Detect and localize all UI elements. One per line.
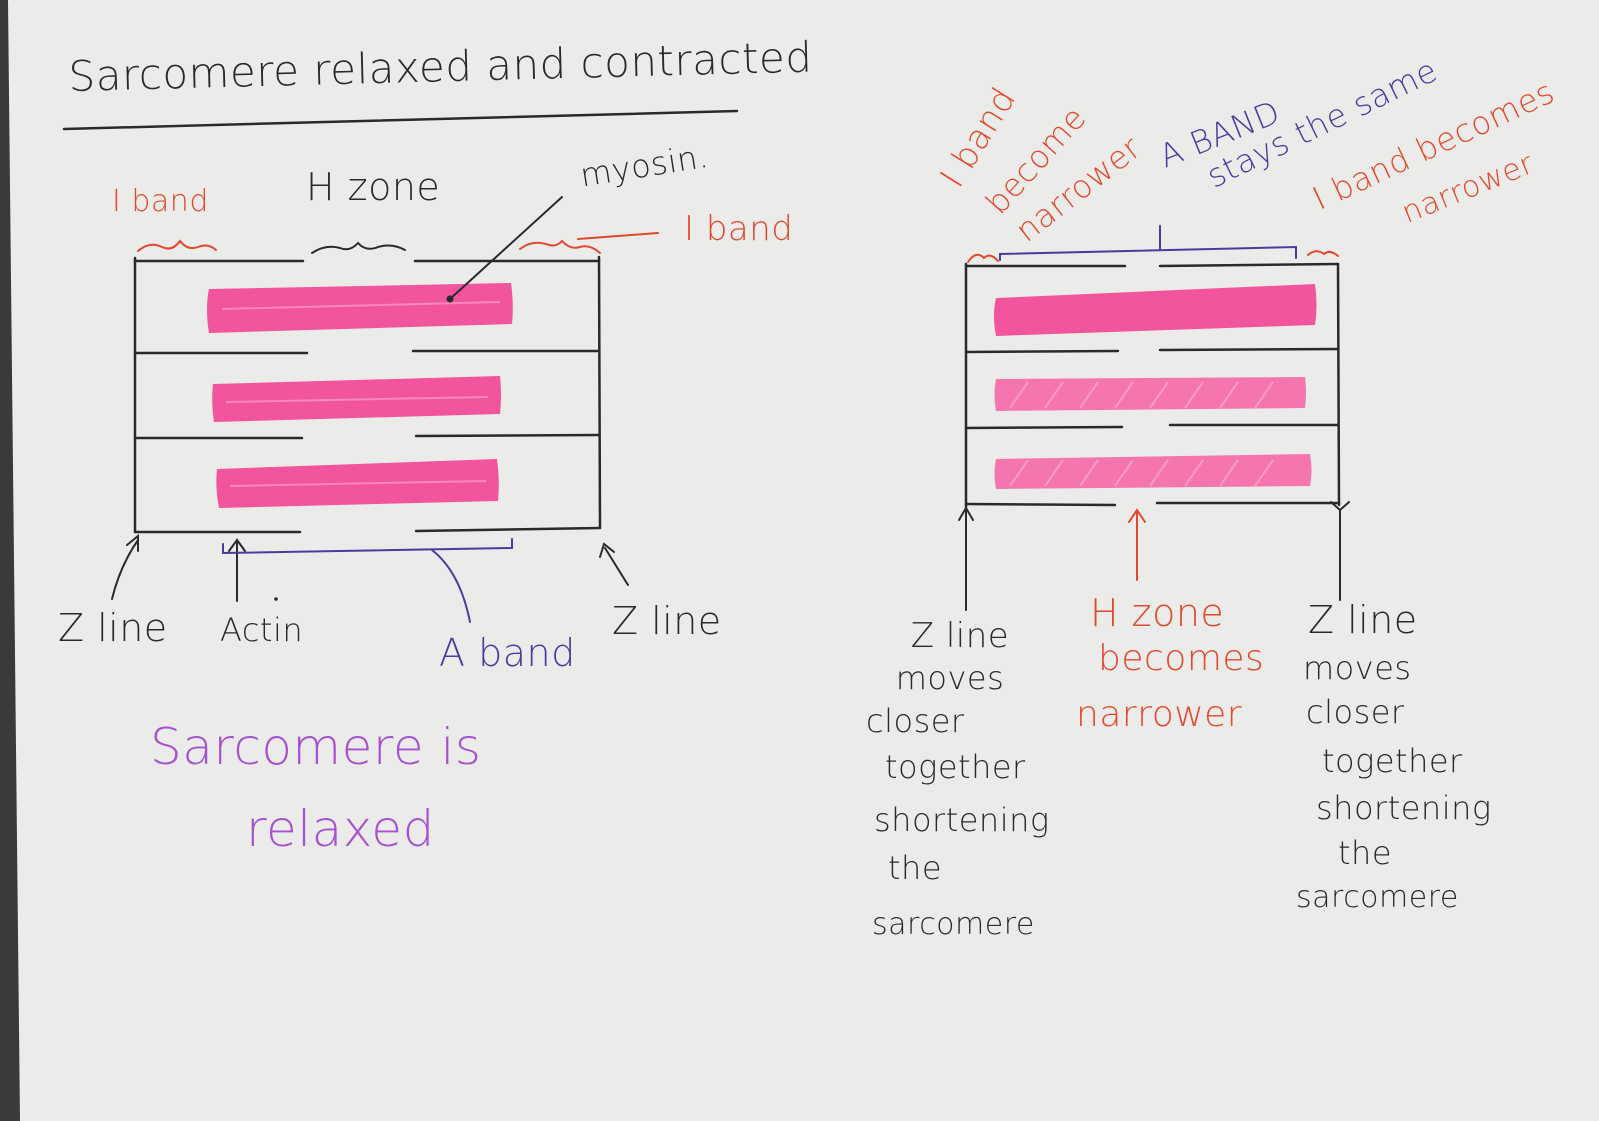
a-band-label: A band [439,631,576,675]
z-line-left-arrowhead [126,533,139,552]
contracted-z-line-right [1336,262,1341,507]
z-line-left-arrowhead [958,506,974,521]
contracted-actin-filament [964,349,1120,354]
z-line-right-note-3: closer [1306,693,1405,731]
i-band-right-brace [519,239,601,254]
contracted-annotation-marks [958,225,1350,611]
a-band-pointer [431,549,471,623]
z-line-right-note-1: Z line [1308,598,1418,642]
z-line-left-note-4: together [885,748,1026,786]
i-band-right-label: I band [684,209,794,249]
actin-arrowhead [228,538,246,552]
z-line-right-arrowhead [599,542,615,558]
z-line-left-note-6: the [888,849,943,887]
paper-sheet [8,0,1599,1121]
relaxed-myosin-filaments [207,283,513,508]
z-line-left-note-3: closer [866,702,965,740]
z-line-left-note-1: Z line [910,616,1010,656]
contracted-actin-filament [964,502,1117,507]
z-line-right-note-5: shortening [1316,789,1492,827]
title-underline [62,109,739,131]
a-band-bracket [222,538,513,555]
relaxed-caption-line-2: relaxed [246,800,435,858]
relaxed-annotation-marks [111,196,659,623]
myosin-highlight [229,480,487,487]
i-band-right-brace [1307,250,1339,257]
z-line-left-arrow [111,539,139,600]
myosin-hatching [1009,381,1274,487]
i-band-right-pointer [577,232,659,240]
z-line-right-arrowhead [1330,501,1350,512]
contracted-myosin-bar [994,377,1306,411]
contracted-actin-filament [1158,347,1340,352]
relaxed-caption-line-1: Sarcomere is [150,718,482,776]
h-zone-narrower-note-1: H zone [1090,591,1225,635]
a-band-stays-bracket [999,245,1297,261]
h-zone-label: H zone [306,165,441,209]
z-line-right-note-4: together [1322,742,1463,780]
i-band-left-brace [137,239,217,252]
contracted-myosin-filaments [994,284,1317,489]
z-line-left-label: Z line [58,606,168,650]
relaxed-sarcomere [133,255,602,534]
myosin-pointer [449,196,563,300]
z-line-left-note-7: sarcomere [872,907,1035,942]
i-band-left-label: I band [112,184,209,219]
myosin-pointer-dot [446,295,454,303]
contracted-actin-filament [1158,262,1340,268]
h-zone-arrowhead [1128,508,1146,523]
z-line-right-label: Z line [612,599,722,643]
contracted-myosin-bar [994,284,1317,336]
h-zone-narrower-note-2: becomes [1098,638,1265,679]
i-band-left-brace [967,253,999,263]
z-line-right-note-6: the [1338,834,1393,872]
h-zone-brace [311,241,406,254]
myosin-highlight [221,301,501,310]
relaxed-actin-filament [414,433,601,438]
z-line-right-note-7: sarcomere [1296,880,1459,915]
z-line-right-arrow [604,547,629,586]
z-line-right-note-2: moves [1303,649,1412,687]
h-zone-narrower-note-3: narrower [1076,694,1243,735]
myosin-highlight [225,396,489,403]
z-line-left-note-5: shortening [874,801,1050,839]
actin-label: Actin [220,611,304,649]
contracted-myosin-bar [994,454,1312,489]
contracted-sarcomere [964,262,1341,509]
relaxed-myosin-bar [207,283,513,333]
contracted-actin-filament [964,425,1124,430]
relaxed-z-line-right [597,255,602,530]
actin-dot [274,597,278,601]
relaxed-actin-filament [414,526,602,533]
z-line-left-note-2: moves [895,659,1005,697]
